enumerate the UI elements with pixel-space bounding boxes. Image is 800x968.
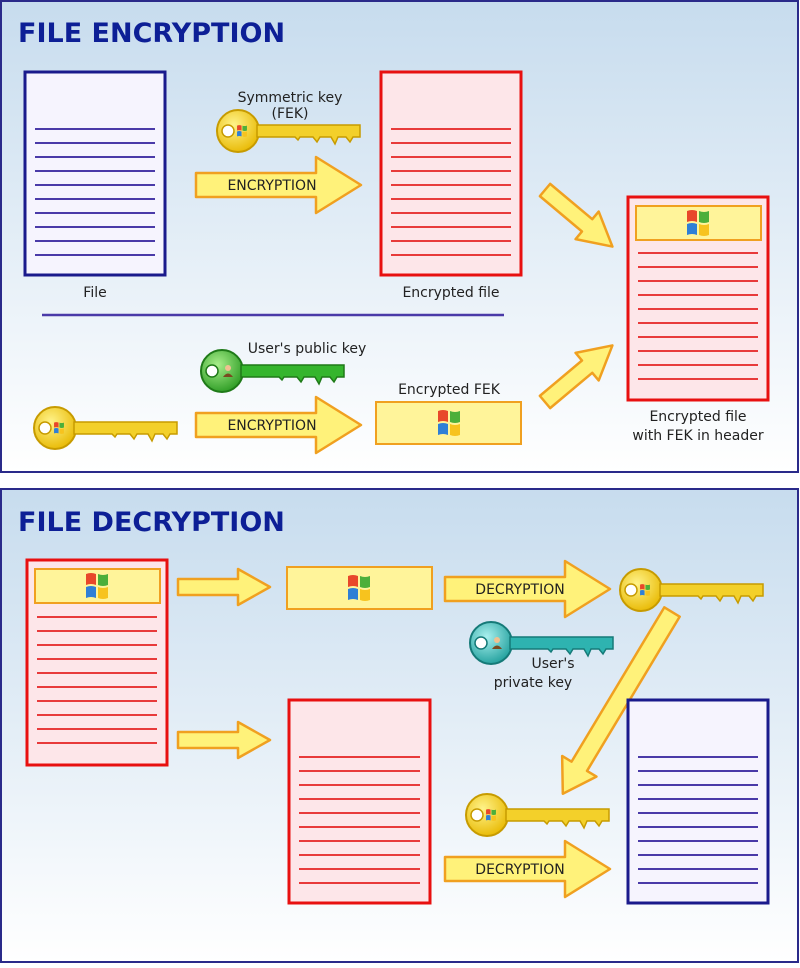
encryption-arrow-2-label: ENCRYPTION — [227, 418, 316, 434]
diagonal-arrow-up — [538, 344, 614, 410]
result-label-line1: Encrypted file — [649, 409, 746, 425]
decryption-arrow-2: DECRYPTION — [443, 839, 612, 899]
file-label: File — [83, 285, 106, 301]
public-key-label: User's public key — [248, 341, 367, 357]
plain-file-document — [23, 70, 167, 277]
symmetric-key-label-line1: Symmetric key — [238, 90, 343, 106]
result-label-line2: with FEK in header — [632, 428, 763, 444]
symmetric-key-label-line2: (FEK) — [271, 106, 308, 122]
encryption-arrow-2: ENCRYPTION — [194, 395, 363, 455]
decryption-arrow-1: DECRYPTION — [443, 559, 612, 619]
encrypted-fek-box — [375, 401, 522, 445]
fek-header — [635, 205, 762, 241]
decryption-panel: FILE DECRYPTION DECRYPTION — [0, 488, 799, 963]
encryption-panel: FILE ENCRYPTION File Symmetric key (FEK)… — [0, 0, 799, 473]
encrypted-file-with-fek — [626, 195, 770, 402]
decrypted-file-document — [626, 698, 770, 905]
private-key-label-line2: private key — [494, 675, 572, 691]
encryption-arrow-1: ENCRYPTION — [194, 155, 363, 215]
source-encrypted-file-with-fek — [25, 558, 169, 767]
fek-transfer-arrow — [560, 606, 681, 795]
encrypted-file-label: Encrypted file — [402, 285, 499, 301]
encryption-arrow-1-label: ENCRYPTION — [227, 178, 316, 194]
diagonal-arrow-down — [538, 182, 614, 248]
encrypted-fek-label: Encrypted FEK — [398, 382, 501, 398]
decryption-arrow-2-label: DECRYPTION — [475, 862, 564, 878]
encryption-title: FILE ENCRYPTION — [18, 18, 285, 49]
extracted-fek-box — [286, 566, 433, 610]
decryption-title: FILE DECRYPTION — [18, 507, 285, 538]
private-key-label-line1: User's — [531, 656, 574, 672]
encrypted-file-document — [379, 70, 523, 277]
decryption-arrow-1-label: DECRYPTION — [475, 582, 564, 598]
encrypted-body-document — [287, 698, 432, 905]
fek-header — [34, 568, 161, 604]
